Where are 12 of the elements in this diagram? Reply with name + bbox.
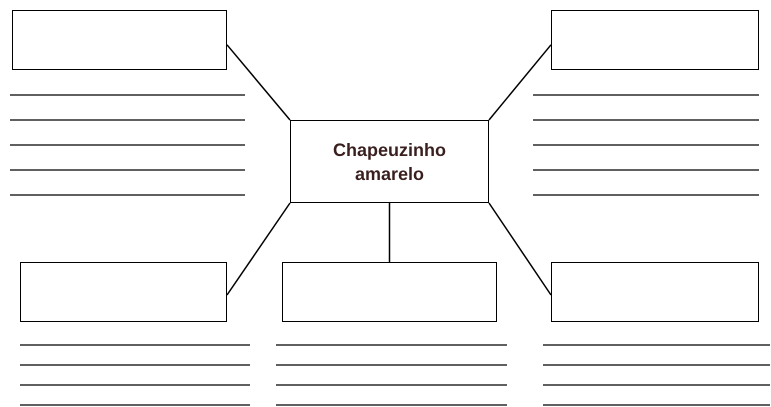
connector-line	[488, 44, 552, 120]
answer-box	[282, 262, 497, 322]
topic-box	[290, 120, 489, 203]
answer-box	[12, 10, 227, 70]
connector-line	[226, 202, 291, 296]
answer-box	[551, 262, 759, 322]
answer-box	[551, 10, 759, 70]
connector-line	[226, 44, 291, 120]
connector-line	[488, 202, 552, 296]
connector-line	[388, 203, 390, 262]
answer-box	[20, 262, 227, 322]
topic-title: Chapeuzinho amarelo	[332, 138, 447, 186]
